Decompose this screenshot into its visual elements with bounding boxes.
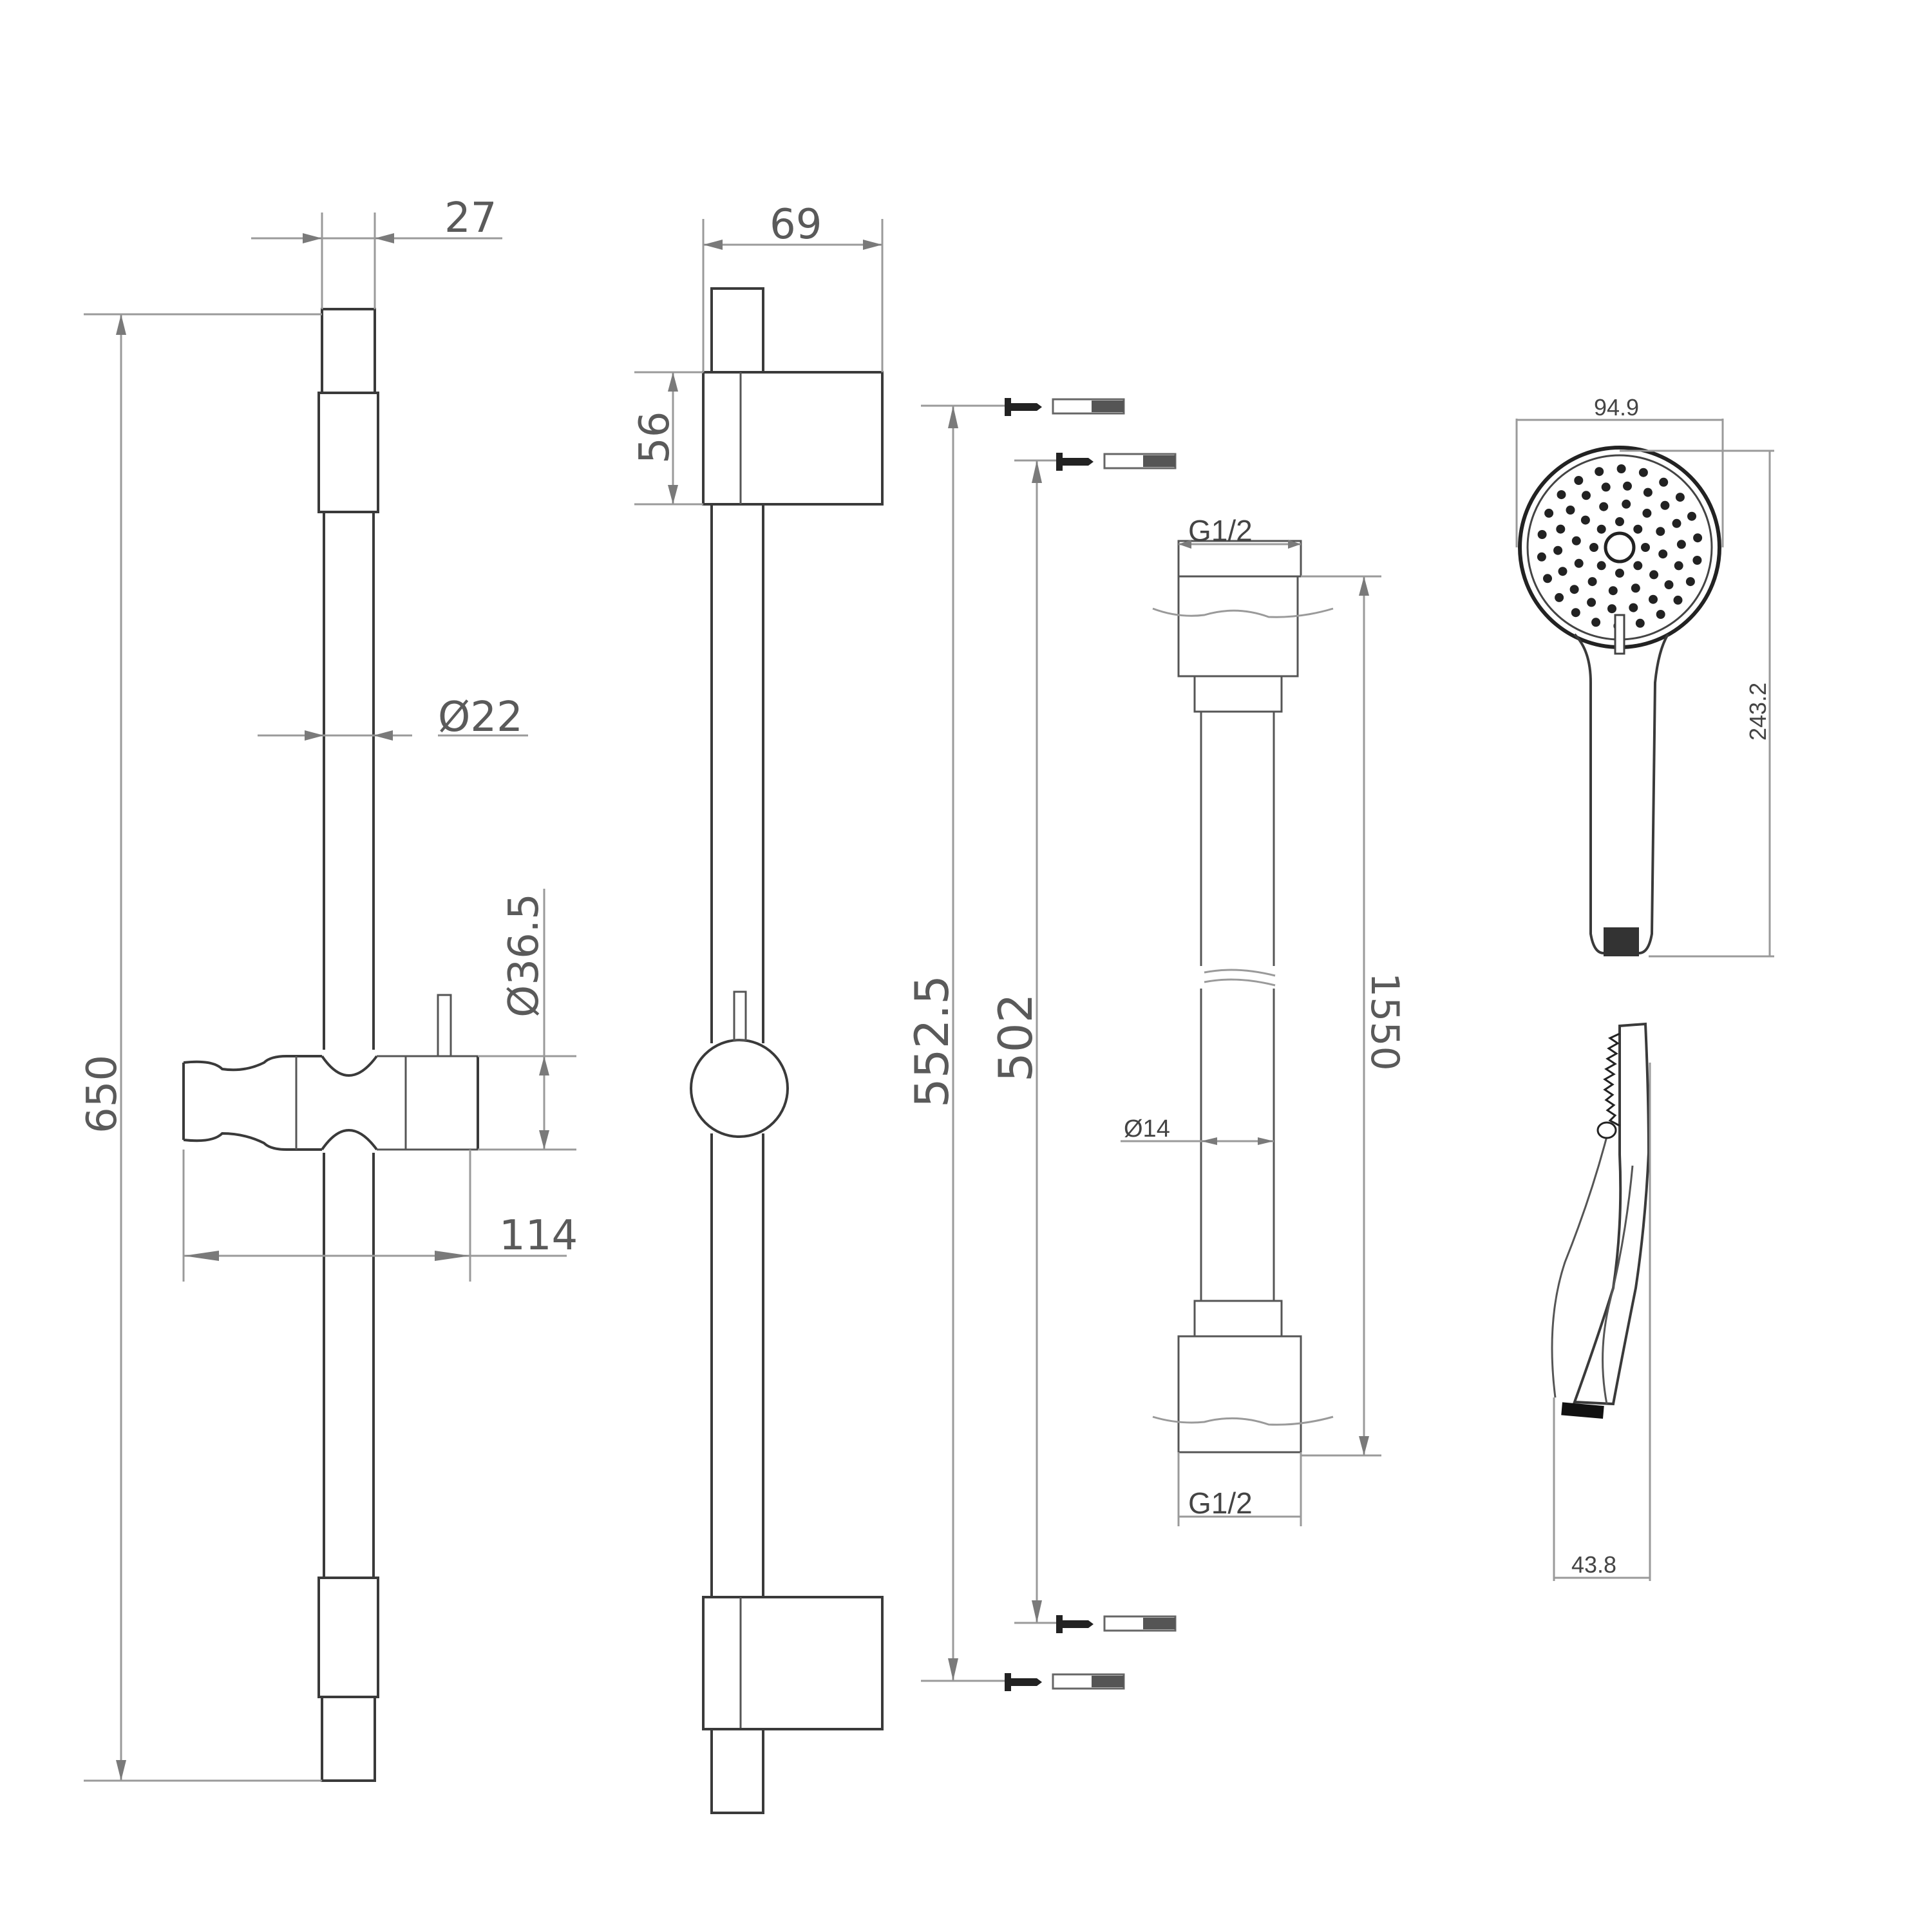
hose-view: G1/2 G1/2 1550 Ø14 <box>1121 514 1407 1526</box>
screw-and-plug-top-2 <box>1056 453 1177 471</box>
dim-label-243-2: 243.2 <box>1745 683 1771 741</box>
screw-and-plug-top-1 <box>1005 398 1125 416</box>
dim-label-thread-bottom: G1/2 <box>1188 1486 1253 1520</box>
dim-label-69: 69 <box>770 201 822 249</box>
dim-label-94-9: 94.9 <box>1594 394 1639 421</box>
dim-rail-height: 650 <box>79 313 322 1782</box>
dim-rail-diameter: Ø22 <box>258 694 528 741</box>
slider-clamp <box>182 994 479 1151</box>
dim-label-thread-top: G1/2 <box>1188 514 1253 547</box>
dim-label-114: 114 <box>499 1212 578 1260</box>
hand-shower-front-view: 94.9 243.2 <box>1515 394 1774 958</box>
dim-label-d14: Ø14 <box>1124 1115 1170 1142</box>
dim-label-1550: 1550 <box>1362 972 1407 1071</box>
rail-side-view: 69 56 <box>631 201 884 1814</box>
dim-rail-depth: 69 <box>702 201 884 372</box>
dim-label-552-5: 552.5 <box>905 975 959 1108</box>
dim-label-650: 650 <box>79 1055 126 1133</box>
dim-label-502: 502 <box>989 994 1043 1082</box>
dim-label-43-8: 43.8 <box>1571 1551 1616 1578</box>
screw-and-plug-bottom-2 <box>1005 1673 1125 1691</box>
dim-label-27: 27 <box>444 194 497 242</box>
dim-label-d22: Ø22 <box>438 694 523 741</box>
dim-slider-diameter: Ø36.5 <box>478 889 576 1151</box>
dim-rail-width: 27 <box>251 194 502 309</box>
slider-knob <box>690 990 789 1138</box>
dim-bracket-height: 56 <box>631 371 703 506</box>
dim-slider-width: 114 <box>182 1150 578 1282</box>
fixing-spacing: 552.5 502 <box>905 398 1177 1691</box>
spray-nozzles <box>1537 464 1703 630</box>
hand-shower-side-view: 43.8 <box>1551 1022 1651 1581</box>
dim-label-d36-5: Ø36.5 <box>500 893 548 1018</box>
screw-and-plug-bottom-1 <box>1056 1615 1177 1633</box>
dim-label-56: 56 <box>631 412 679 464</box>
spray-face-teeth <box>1603 1032 1620 1127</box>
rail-front-view: 27 650 Ø22 Ø36.5 <box>79 194 578 1782</box>
